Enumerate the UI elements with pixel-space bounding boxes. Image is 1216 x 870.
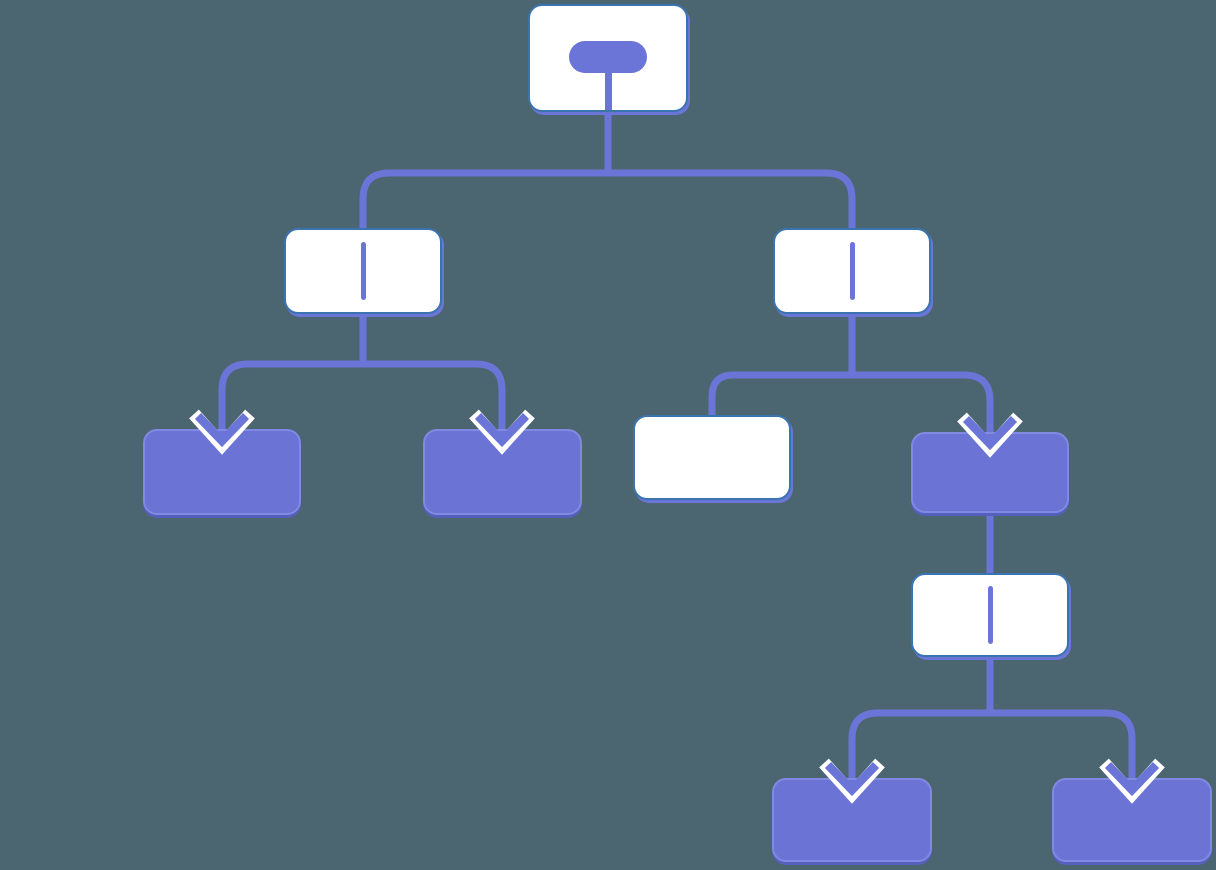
leaf-node-1[interactable] (143, 429, 301, 515)
pill-stem-icon (530, 6, 686, 110)
leaf-node-4[interactable] (1052, 778, 1212, 862)
plain-node[interactable] (633, 415, 791, 500)
branch-node-left[interactable] (284, 228, 442, 314)
mid-purple-node[interactable] (911, 432, 1069, 513)
branch-node-bottom[interactable] (911, 573, 1069, 657)
vbar-icon (849, 242, 855, 300)
vbar-icon (360, 242, 366, 300)
stem-icon (604, 71, 612, 110)
leaf-node-3[interactable] (772, 778, 932, 862)
leaf-node-2[interactable] (423, 429, 582, 515)
branch-node-right[interactable] (773, 228, 931, 314)
vbar-icon (987, 586, 993, 644)
pill-icon (569, 41, 647, 73)
root-node[interactable] (528, 4, 688, 112)
